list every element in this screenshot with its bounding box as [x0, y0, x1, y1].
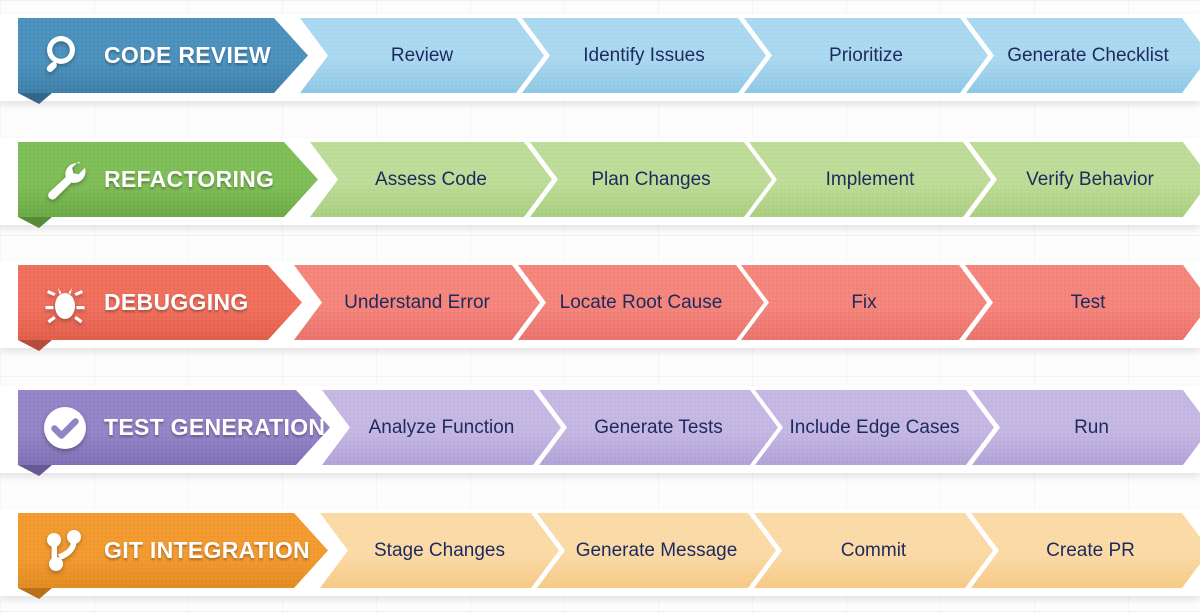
- workflow-header-code-review[interactable]: CODE REVIEW: [18, 18, 308, 93]
- workflow-step[interactable]: Generate Checklist: [966, 18, 1200, 93]
- workflow-step[interactable]: Analyze Function: [322, 390, 561, 465]
- workflow-header-refactoring[interactable]: REFACTORING: [18, 142, 318, 217]
- workflow-step[interactable]: Plan Changes: [530, 142, 772, 217]
- workflow-step-label: Include Edge Cases: [789, 416, 960, 438]
- ribbon-fold: [18, 217, 52, 228]
- ribbon-fold: [18, 465, 52, 476]
- workflow-step[interactable]: Implement: [749, 142, 991, 217]
- workflow-header-label: CODE REVIEW: [104, 42, 271, 68]
- workflow-step[interactable]: Create PR: [971, 513, 1200, 588]
- workflow-step-label: Identify Issues: [583, 44, 705, 66]
- workflow-step-label: Stage Changes: [374, 539, 505, 561]
- workflow-step[interactable]: Prioritize: [744, 18, 988, 93]
- workflow-step[interactable]: Review: [300, 18, 544, 93]
- ribbon-fold: [18, 93, 52, 104]
- workflow-step[interactable]: Generate Tests: [539, 390, 778, 465]
- workflow-step-label: Create PR: [1046, 539, 1135, 561]
- check-circle-icon: [40, 403, 90, 453]
- workflow-step-label: Test: [1070, 291, 1106, 313]
- git-branch-icon: [40, 526, 90, 576]
- workflow-step-label: Plan Changes: [591, 168, 711, 190]
- workflow-step-label: Generate Message: [575, 539, 738, 561]
- workflow-step[interactable]: Commit: [754, 513, 993, 588]
- workflow-step[interactable]: Generate Message: [537, 513, 776, 588]
- workflow-row-git-integration: Stage Changes Generate Message Commit Creat…: [0, 509, 1200, 599]
- workflow-step[interactable]: Identify Issues: [522, 18, 766, 93]
- workflow-step[interactable]: Fix: [741, 265, 987, 340]
- workflow-step-label: Understand Error: [344, 291, 490, 313]
- workflow-row-debugging: Understand Error Locate Root Cause Fix Test…: [0, 261, 1200, 351]
- workflow-step[interactable]: Verify Behavior: [969, 142, 1200, 217]
- workflow-step[interactable]: Include Edge Cases: [755, 390, 994, 465]
- workflow-header-label: REFACTORING: [104, 166, 275, 192]
- workflow-header-debugging[interactable]: DEBUGGING: [18, 265, 302, 340]
- workflow-step-label: Assess Code: [375, 168, 487, 190]
- ribbon-fold: [18, 588, 52, 599]
- workflow-row-refactoring: Assess Code Plan Changes Implement Verify B…: [0, 138, 1200, 228]
- ribbon-fold: [18, 340, 52, 351]
- workflow-step[interactable]: Understand Error: [294, 265, 540, 340]
- workflow-step-label: Fix: [851, 291, 877, 313]
- magnifier-icon: [40, 31, 90, 81]
- workflow-step-label: Verify Behavior: [1026, 168, 1154, 190]
- workflow-step[interactable]: Assess Code: [310, 142, 552, 217]
- workflow-row-test-generation: Analyze Function Generate Tests Include Ed…: [0, 386, 1200, 476]
- workflow-step[interactable]: Run: [972, 390, 1200, 465]
- workflow-step-label: Locate Root Cause: [559, 291, 723, 313]
- workflow-row-code-review: Review Identify Issues Prioritize Generate …: [0, 14, 1200, 104]
- workflow-step-label: Commit: [840, 539, 907, 561]
- workflow-step[interactable]: Test: [965, 265, 1200, 340]
- workflow-step-label: Generate Tests: [594, 416, 723, 438]
- workflow-step-label: Review: [390, 44, 454, 66]
- workflow-step-label: Prioritize: [829, 44, 903, 66]
- workflow-step-label: Run: [1074, 416, 1109, 438]
- workflow-header-git-integration[interactable]: GIT INTEGRATION: [18, 513, 328, 588]
- bug-icon: [40, 278, 90, 328]
- workflow-header-label: DEBUGGING: [104, 289, 249, 315]
- workflow-header-test-generation[interactable]: TEST GENERATION: [18, 390, 330, 465]
- workflow-step-label: Generate Checklist: [1007, 44, 1169, 66]
- workflow-step[interactable]: Stage Changes: [320, 513, 559, 588]
- wrench-icon: [40, 155, 90, 205]
- workflow-header-label: TEST GENERATION: [104, 414, 326, 440]
- workflow-step[interactable]: Locate Root Cause: [518, 265, 764, 340]
- workflow-header-label: GIT INTEGRATION: [104, 537, 310, 563]
- workflow-step-label: Implement: [825, 168, 915, 190]
- workflow-step-label: Analyze Function: [368, 416, 515, 438]
